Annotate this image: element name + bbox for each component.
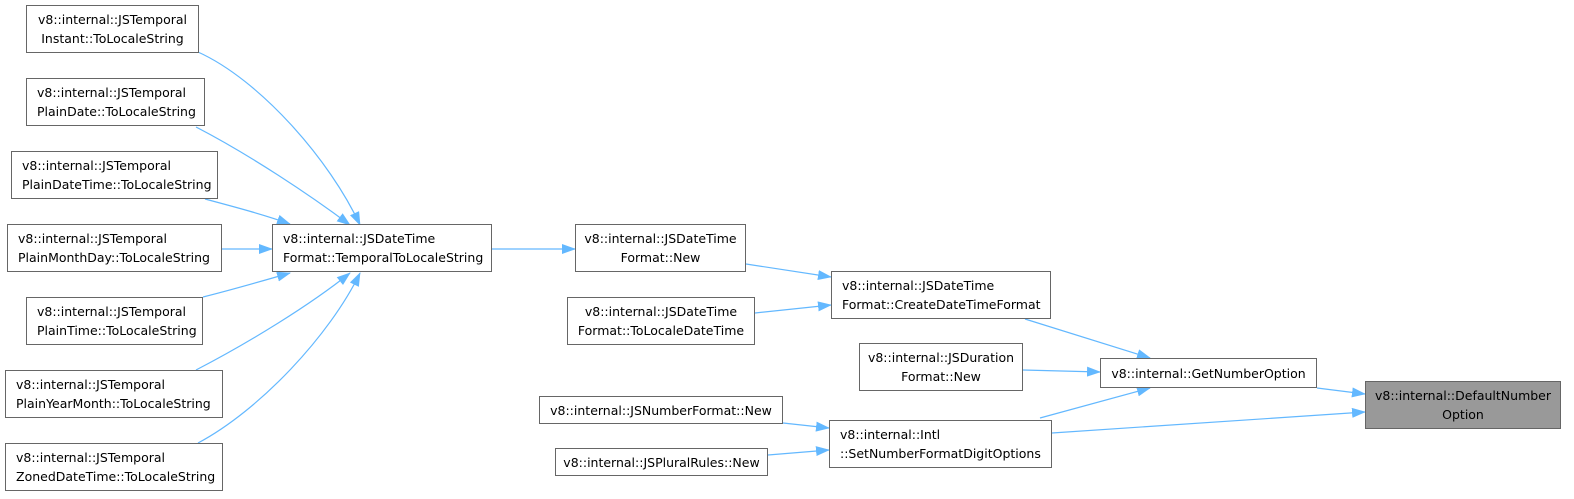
edge-durationformat-to-getnumberoption (1022, 366, 1101, 377)
node-get-number-option[interactable]: v8::internal::GetNumberOption (1100, 358, 1317, 388)
node-line: PlainMonthDay::ToLocaleString (18, 250, 210, 265)
node-line: ::SetNumberFormatDigitOptions (840, 446, 1041, 461)
edge-plaindatetime-to-temporal (204, 198, 291, 225)
node-line: Instant::ToLocaleString (41, 31, 184, 46)
node-duration-format-new[interactable]: v8::internal::JSDuration Format::New (859, 343, 1023, 391)
node-line: Format::New (901, 369, 981, 384)
node-line: Format::CreateDateTimeFormat (842, 297, 1041, 312)
node-line: Format::New (620, 250, 701, 265)
node-plain-year-month-to-locale-string[interactable]: v8::internal::JSTemporal PlainYearMonth:… (5, 370, 223, 418)
node-line: v8::internal::JSDuration (867, 350, 1015, 365)
edge-plaintime-to-temporal (202, 271, 291, 298)
node-line: v8::internal::JSDateTime (584, 231, 737, 246)
node-instant-to-locale-string[interactable]: v8::internal::JSTemporal Instant::ToLoca… (26, 5, 199, 53)
node-line: v8::internal::JSTemporal (16, 377, 166, 392)
node-date-time-format-to-locale-date-time[interactable]: v8::internal::JSDateTime Format::ToLocal… (567, 297, 755, 345)
node-line: PlainYearMonth::ToLocaleString (16, 396, 211, 411)
node-line: v8::internal::JSTemporal (16, 450, 166, 465)
node-set-number-format-digit-options[interactable]: v8::internal::Intl ::SetNumberFormatDigi… (829, 420, 1052, 468)
node-line: v8::internal::JSDateTime (584, 304, 738, 319)
node-line: v8::internal::JSNumberFormat::New (550, 402, 772, 418)
node-line: v8::internal::GetNumberOption (1111, 365, 1306, 381)
edge-zoneddatetime-to-temporal (197, 272, 361, 444)
node-line: v8::internal::Intl (840, 427, 941, 442)
node-line: v8::internal::JSTemporal (18, 231, 168, 246)
node-number-format-new[interactable]: v8::internal::JSNumberFormat::New (539, 396, 783, 424)
node-plural-rules-new[interactable]: v8::internal::JSPluralRules::New (555, 448, 768, 476)
edge-createdtf-to-getnumberoption (1024, 318, 1151, 359)
node-plain-month-day-to-locale-string[interactable]: v8::internal::JSTemporal PlainMonthDay::… (7, 224, 222, 272)
edge-setdigitoptions-to-getnumberoption (1039, 386, 1151, 419)
node-line: v8::internal::JSDateTime (842, 278, 995, 293)
node-line: v8::internal::JSTemporal (37, 12, 187, 27)
node-line: v8::internal::JSDateTime (283, 231, 436, 246)
node-line: v8::internal::DefaultNumber (1374, 388, 1552, 403)
edge-plaindate-to-temporal (195, 126, 351, 226)
edge-setdigitoptions-to-default (1051, 407, 1366, 434)
node-temporal-to-locale-string[interactable]: v8::internal::JSDateTime Format::Tempora… (272, 224, 492, 272)
edge-instant-to-temporal (197, 51, 361, 226)
node-plain-date-time-to-locale-string[interactable]: v8::internal::JSTemporal PlainDateTime::… (11, 151, 218, 199)
edge-pluralrules-to-setdigitoptions (767, 446, 830, 457)
edge-getnumberoption-to-default (1316, 387, 1366, 398)
node-create-date-time-format[interactable]: v8::internal::JSDateTime Format::CreateD… (831, 271, 1051, 319)
node-line: PlainTime::ToLocaleString (37, 323, 197, 338)
edge-tolocaledatetime-to-createdtf (754, 301, 832, 314)
node-line: v8::internal::JSTemporal (22, 158, 172, 173)
edge-plainyearmonth-to-temporal (195, 272, 351, 371)
edge-dtfnew-to-createdtf (745, 263, 832, 280)
node-line: v8::internal::JSPluralRules::New (563, 454, 760, 470)
node-line: Format::TemporalToLocaleString (283, 250, 484, 265)
node-plain-date-to-locale-string[interactable]: v8::internal::JSTemporal PlainDate::ToLo… (26, 78, 205, 126)
node-line: v8::internal::JSTemporal (37, 85, 187, 100)
node-line: v8::internal::JSTemporal (37, 304, 187, 319)
edge-numberformat-to-setdigitoptions (782, 421, 830, 432)
node-line: PlainDateTime::ToLocaleString (22, 177, 212, 192)
node-line: Format::ToLocaleDateTime (577, 323, 745, 338)
node-default-number-option[interactable]: v8::internal::DefaultNumber Option (1365, 381, 1561, 429)
node-zoned-date-time-to-locale-string[interactable]: v8::internal::JSTemporal ZonedDateTime::… (5, 443, 223, 491)
node-plain-time-to-locale-string[interactable]: v8::internal::JSTemporal PlainTime::ToLo… (26, 297, 203, 345)
node-line: ZonedDateTime::ToLocaleString (16, 469, 216, 484)
node-line: Option (1442, 407, 1484, 422)
node-date-time-format-new[interactable]: v8::internal::JSDateTime Format::New (575, 224, 746, 272)
node-line: PlainDate::ToLocaleString (37, 104, 196, 119)
